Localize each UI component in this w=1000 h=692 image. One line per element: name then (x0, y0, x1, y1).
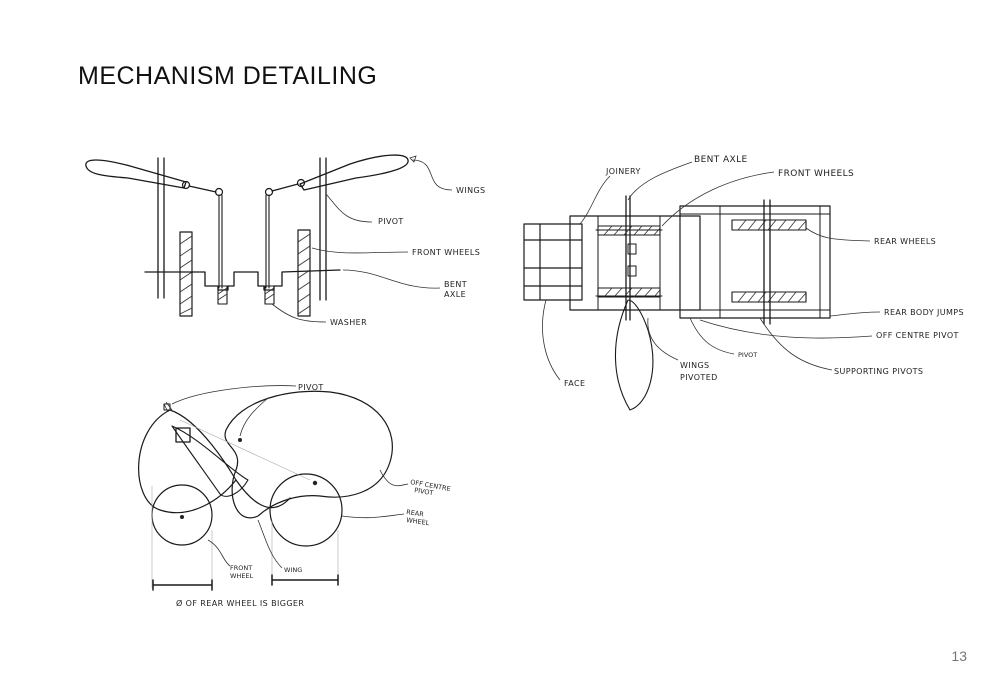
pivot-leader (325, 193, 373, 223)
right-wheel-hatch (297, 233, 311, 315)
right-post (319, 157, 327, 301)
rear-wheel-lower (731, 291, 807, 303)
left-post (157, 157, 165, 299)
right-wing-pivot (296, 178, 306, 188)
front-wheel-leader (207, 539, 231, 567)
left-front-wheel (179, 231, 193, 317)
head-outline (138, 409, 291, 514)
front-wheels-top-label: FRONT WHEELS (778, 169, 854, 179)
wings-pivoted-label-1: WINGS (680, 361, 710, 370)
left-washer (217, 285, 228, 305)
rear-wheel-leader (341, 513, 405, 519)
bent-axle-leader (342, 269, 441, 289)
top-front-wheel-upper (597, 225, 661, 236)
front-wheels-leader (311, 247, 409, 254)
top-front-wheel-lower (597, 287, 661, 298)
right-washer (264, 285, 275, 305)
off-centre-pivot-side-leader (379, 469, 409, 487)
top-wing-loop (614, 299, 654, 411)
left-wing-pivot (181, 180, 191, 190)
rear-body-jumps-leader (829, 311, 881, 317)
pivot-top-label: PIVOT (738, 351, 757, 359)
square-pivot (175, 427, 191, 443)
page-title: MECHANISM DETAILING (78, 62, 378, 90)
rear-body-inner (679, 205, 831, 319)
top-bent-axle (625, 195, 631, 321)
rear-wheel-label-2: WHEEL (406, 516, 430, 527)
rear-wheel-note: Ø OF REAR WHEEL IS BIGGER (176, 598, 304, 608)
face-block (523, 223, 583, 301)
left-wing-shape (85, 159, 187, 189)
washer-label: WASHER (330, 318, 367, 327)
front-wheel-label-1: FRONT (230, 564, 252, 572)
face-label: FACE (564, 379, 585, 388)
off-centre-pivot-label: OFF CENTRE PIVOT (876, 331, 959, 340)
pivot-links (188, 183, 299, 193)
supporting-pivots-leader (759, 317, 833, 371)
rear-axle (763, 199, 771, 325)
washer-leader (271, 303, 327, 323)
body-outline (224, 390, 393, 519)
push-rods (218, 194, 270, 289)
top-view-sketch: JOINERY BENT AXLE FRONT WHEELS REAR WHEE… (523, 155, 964, 411)
pivot-side-leader (171, 385, 297, 405)
left-wheel-hatch (179, 235, 193, 315)
pivot-label: PIVOT (378, 217, 404, 226)
bent-axle-label-2: AXLE (444, 290, 466, 299)
wing-shape (171, 425, 249, 497)
rear-body-frame (679, 205, 831, 319)
off-centre-pivot-side-label-2: PIVOT (414, 486, 434, 497)
rear-wheel-upper (731, 219, 807, 231)
rear-wheel-circle (269, 473, 343, 547)
wings-leader (411, 159, 453, 191)
front-wheels-top-leader (661, 171, 775, 227)
rear-body-jumps-label: REAR BODY JUMPS (884, 308, 964, 317)
wings-pivoted-leader (647, 317, 679, 361)
pivot-side-label: PIVOT (298, 383, 324, 392)
front-wheels-label: FRONT WHEELS (412, 248, 480, 257)
front-wheel-label-2: WHEEL (230, 572, 254, 580)
side-view-sketch: PIVOT OFF CENTRE PIVOT REAR WHEEL FRONT … (138, 383, 451, 608)
front-view-sketch: WINGS PIVOT FRONT WHEELS BENT AXLE WASHE… (85, 154, 486, 327)
pivot-top-leader (689, 317, 735, 355)
front-body-inner (595, 215, 663, 311)
right-front-wheel (297, 229, 311, 317)
bent-axle-top-leader (627, 161, 693, 201)
wings-pivoted-label-2: PIVOTED (680, 373, 718, 382)
rear-wheel-dimension (271, 574, 339, 586)
right-wing-shape (299, 154, 409, 191)
rear-wheels-label: REAR WHEELS (874, 237, 936, 246)
bent-axle-line (144, 269, 341, 291)
page-number: 13 (951, 648, 967, 664)
wing-side-leader (257, 519, 283, 569)
wing-side-label: WING (284, 566, 302, 574)
construction-lines (151, 419, 339, 588)
joinery-label: JOINERY (605, 167, 641, 176)
face-leader (542, 299, 561, 381)
supporting-pivots-label: SUPPORTING PIVOTS (834, 367, 923, 376)
bent-axle-label-1: BENT (444, 280, 467, 289)
joinery-leader (579, 175, 611, 225)
rear-wheels-leader (805, 227, 871, 242)
bent-axle-top-label: BENT AXLE (694, 155, 748, 165)
off-centre-pivot-leader (699, 319, 873, 339)
wings-label: WINGS (456, 186, 486, 195)
washer-hatch (217, 287, 275, 301)
rear-wheel-label-1: REAR (406, 508, 425, 518)
front-wheel-dimension (152, 579, 213, 591)
